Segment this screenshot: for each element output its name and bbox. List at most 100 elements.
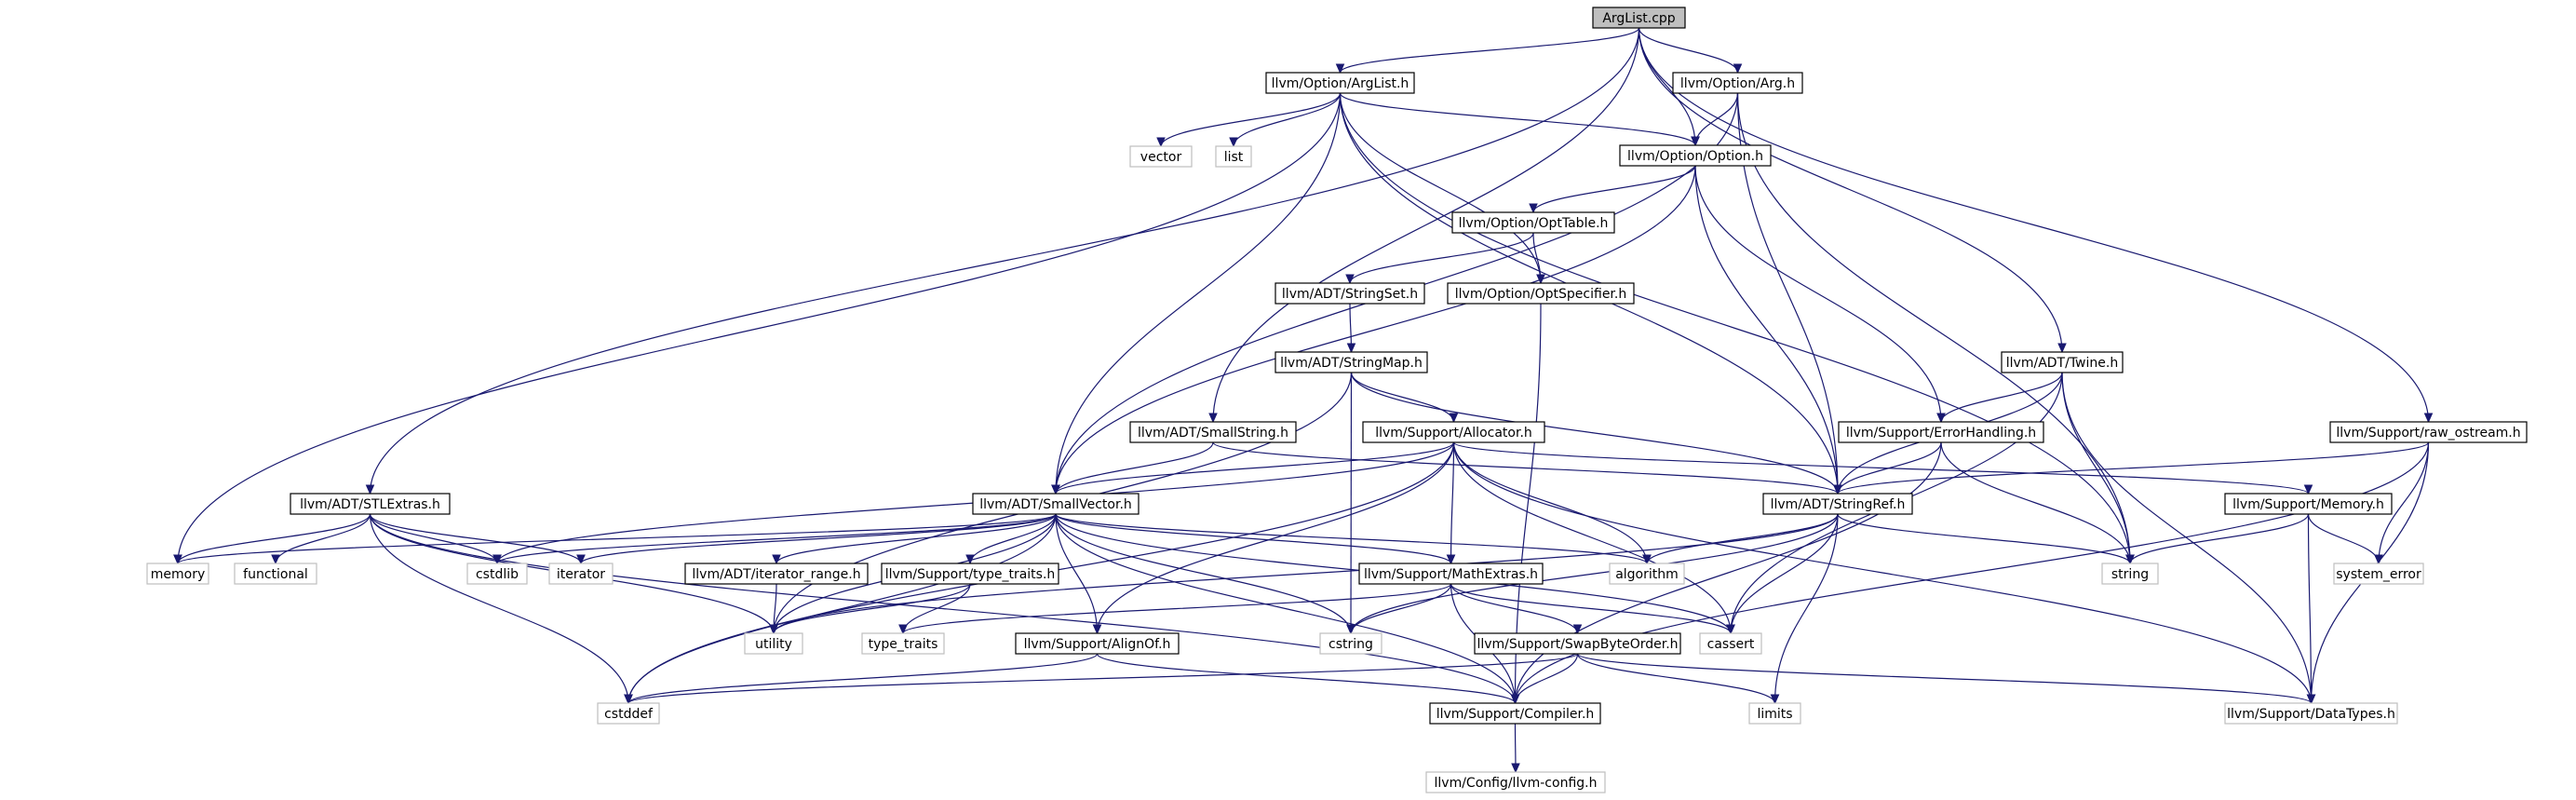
node-box <box>1451 211 1615 234</box>
edge-option_arglist_h-to-option_optspecifier_h <box>1339 92 1542 284</box>
edge-adt_stringref_h-to-algorithm <box>1646 513 1839 564</box>
node-label: llvm/ADT/SmallString.h <box>1138 426 1288 441</box>
node-adt-stlextras-h[interactable]: llvm/ADT/STLExtras.h <box>290 493 451 515</box>
node-list: list <box>1215 145 1252 168</box>
node-label: cstddef <box>604 707 654 722</box>
node-box <box>1275 351 1428 373</box>
edge-adt_stlextras_h-to-cstddef <box>369 513 629 704</box>
node-support-raw-ostream-h[interactable]: llvm/Support/raw_ostream.h <box>2329 421 2528 443</box>
edge-support_memory_h-to-support_datatypes_h <box>2307 513 2313 704</box>
node-option-optspecifier-h[interactable]: llvm/Option/OptSpecifier.h <box>1447 282 1635 305</box>
edge-support_errorhandling_h-to-support_compiler_h <box>1514 441 1942 704</box>
node-label: llvm/ADT/iterator_range.h <box>692 567 860 582</box>
node-support-alignof-h[interactable]: llvm/Support/AlignOf.h <box>1015 632 1180 655</box>
node-label: llvm/Support/DataTypes.h <box>2227 707 2395 722</box>
arrowhead-option_arg_h-to-option_option_h <box>1691 136 1700 147</box>
node-label: cstdlib <box>476 567 519 582</box>
arrowhead-support_memory_h-to-string <box>2125 554 2135 565</box>
node-adt-smallstring-h[interactable]: llvm/ADT/SmallString.h <box>1129 421 1297 443</box>
node-adt-iterator-range-h[interactable]: llvm/ADT/iterator_range.h <box>684 563 869 585</box>
node-option-arg-h[interactable]: llvm/Option/Arg.h <box>1672 72 1803 94</box>
node-label: utility <box>755 637 792 652</box>
arrowhead-support_swapbyteorder_h-to-cstddef <box>624 694 633 705</box>
node-support-type-traits-h[interactable]: llvm/Support/type_traits.h <box>881 563 1059 585</box>
edge-adt_smallvector_h-to-algorithm <box>1055 513 1648 564</box>
edge-support_raw_ostream_h-to-adt_stringref_h <box>1837 441 2430 495</box>
edge-option_arg_h-to-option_option_h <box>1694 92 1739 146</box>
node-label: system_error <box>2336 567 2421 582</box>
edge-adt_twine_h-to-support_datatypes_h <box>2061 372 2313 704</box>
node-adt-stringref-h[interactable]: llvm/ADT/StringRef.h <box>1762 493 1913 515</box>
arrowhead-arglist_cpp-to-support_raw_ostream_h <box>2423 413 2434 424</box>
edge-support_mathextras_h-to-type_traits <box>902 583 1452 634</box>
node-box <box>684 563 869 585</box>
edge-adt_smallvector_h-to-iterator <box>580 513 1057 564</box>
arrowhead-adt_smallvector_h-to-cstdlib <box>492 554 502 565</box>
arrowhead-option_arglist_h-to-vector <box>1156 137 1166 148</box>
nodes-layer: ArgList.cpp llvm/Option/ArgList.h llvm/Opt… <box>146 7 2528 793</box>
node-arglist-cpp[interactable]: ArgList.cpp <box>1592 7 1686 29</box>
node-option-opttable-h[interactable]: llvm/Option/OptTable.h <box>1451 211 1615 234</box>
edge-adt_smallvector_h-to-support_mathextras_h <box>1055 513 1452 564</box>
arrowhead-support_raw_ostream_h-to-adt_stringref_h <box>1833 484 1842 495</box>
arrowhead-adt_smallvector_h-to-iterator <box>576 554 586 565</box>
edge-option_arglist_h-to-list <box>1233 92 1342 147</box>
edge-adt_twine_h-to-string <box>2061 372 2131 564</box>
node-support-errorhandling-h[interactable]: llvm/Support/ErrorHandling.h <box>1838 421 2044 443</box>
node-box <box>290 493 451 515</box>
node-box <box>2329 421 2528 443</box>
arrowhead-support_type_traits_h-to-utility <box>769 624 778 635</box>
node-box <box>972 493 1140 515</box>
node-box <box>2001 351 2124 373</box>
node-box <box>2224 493 2393 515</box>
node-adt-twine-h[interactable]: llvm/ADT/Twine.h <box>2001 351 2124 373</box>
node-support-swapbyteorder-h[interactable]: llvm/Support/SwapByteOrder.h <box>1474 632 1681 655</box>
edge-adt_smallvector_h-to-memory <box>177 513 1057 564</box>
edge-support_mathextras_h-to-cstring <box>1350 583 1452 634</box>
node-label: llvm/Support/Allocator.h <box>1375 426 1532 441</box>
node-box <box>2224 702 2398 725</box>
node-label: ArgList.cpp <box>1602 11 1675 26</box>
node-algorithm: algorithm <box>1609 563 1685 585</box>
node-adt-smallvector-h[interactable]: llvm/ADT/SmallVector.h <box>972 493 1140 515</box>
node-cstring: cstring <box>1319 632 1382 655</box>
edge-option_opttable_h-to-adt_stringset_h <box>1349 232 1534 284</box>
node-box <box>1699 632 1762 655</box>
node-box <box>1265 72 1415 94</box>
node-adt-stringmap-h[interactable]: llvm/ADT/StringMap.h <box>1275 351 1428 373</box>
node-support-mathextras-h[interactable]: llvm/Support/MathExtras.h <box>1358 563 1544 585</box>
arrowhead-adt_smallvector_h-to-support_alignof_h <box>1092 624 1102 635</box>
node-label: llvm/Option/ArgList.h <box>1272 76 1409 91</box>
edge-support_allocator_h-to-support_alignof_h <box>1096 441 1455 634</box>
arrowhead-adt_stringset_h-to-adt_stringmap_h <box>1346 343 1356 354</box>
node-support-memory-h[interactable]: llvm/Support/Memory.h <box>2224 493 2393 515</box>
node-support-compiler-h[interactable]: llvm/Support/Compiler.h <box>1429 702 1601 725</box>
node-label: type_traits <box>869 637 938 652</box>
node-adt-stringset-h[interactable]: llvm/ADT/StringSet.h <box>1275 282 1425 305</box>
node-label: llvm/Support/SwapByteOrder.h <box>1477 637 1678 652</box>
edge-adt_stringref_h-to-utility <box>773 513 1839 634</box>
node-support-allocator-h[interactable]: llvm/Support/Allocator.h <box>1362 421 1545 443</box>
arrowhead-option_arglist_h-to-list <box>1229 137 1238 148</box>
node-option-arglist-h[interactable]: llvm/Option/ArgList.h <box>1265 72 1415 94</box>
node-box <box>744 632 803 655</box>
edge-option_arglist_h-to-vector <box>1160 92 1342 147</box>
edge-adt_stringref_h-to-limits <box>1774 513 1839 704</box>
edge-adt_twine_h-to-support_errorhandling_h <box>1940 372 2063 423</box>
node-option-option-h[interactable]: llvm/Option/Option.h <box>1619 144 1772 167</box>
edge-option_arglist_h-to-option_option_h <box>1339 92 1696 146</box>
node-box <box>1474 632 1681 655</box>
edge-option_option_h-to-support_errorhandling_h <box>1694 165 1942 423</box>
edge-option_option_h-to-adt_stringref_h <box>1694 165 1839 495</box>
edge-support_raw_ostream_h-to-system_error <box>2378 441 2430 564</box>
arrowhead-adt_smallvector_h-to-adt_iterator_range_h <box>772 554 781 565</box>
node-functional: functional <box>234 563 317 585</box>
node-box <box>1748 702 1801 725</box>
edge-adt_smallvector_h-to-adt_iterator_range_h <box>775 513 1057 564</box>
arrowhead-support_allocator_h-to-adt_smallvector_h <box>1051 484 1060 495</box>
arrowhead-arglist_cpp-to-adt_twine_h <box>2057 343 2067 354</box>
node-config-llvm-config-h: llvm/Config/llvm-config.h <box>1425 771 1606 793</box>
node-box <box>1592 7 1686 29</box>
arrowhead-option_option_h-to-option_opttable_h <box>1529 203 1538 214</box>
node-label: string <box>2111 567 2149 582</box>
